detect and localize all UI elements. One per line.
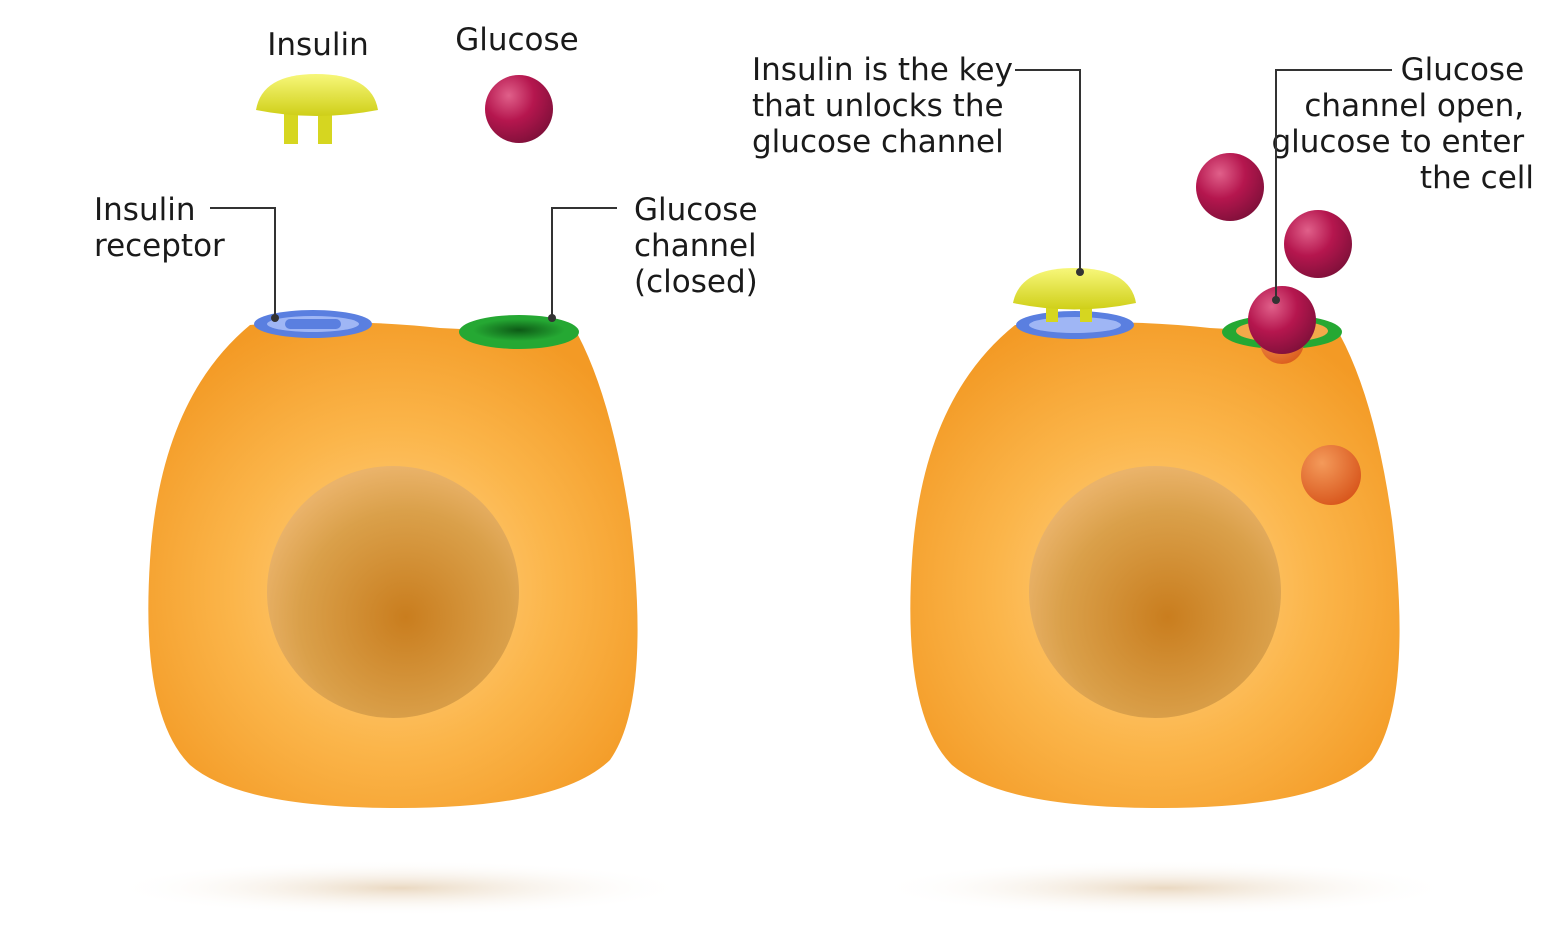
left-insulin-receptor (254, 310, 372, 338)
right-cell (910, 268, 1400, 808)
right-insulin-receptor (1016, 311, 1134, 339)
left-cell-shadow (110, 860, 690, 916)
glucose-channel-closed-leader-dot (548, 314, 556, 322)
glucose-channel-open-leader (1275, 69, 1392, 300)
left-glucose-channel-closed (459, 315, 579, 349)
glucose-free-icon (1196, 153, 1264, 221)
glucose-free-icon (1284, 210, 1352, 278)
glucose-in-channel-icon (1248, 286, 1316, 354)
glucose-channel-open-leader-dot (1272, 296, 1280, 304)
insulin-receptor-label: Insulin receptor (94, 192, 225, 264)
glucose-channel-open-label: Glucose channel open, glucose to enter t… (1271, 52, 1534, 196)
glucose-channel-closed-label: Glucose channel (closed) (634, 192, 767, 300)
left-cell (148, 310, 638, 808)
insulin-receptor-leader-dot (271, 314, 279, 322)
glucose-channel-closed-leader (551, 207, 617, 318)
insulin-key-label: Insulin is the key that unlocks the gluc… (752, 52, 1023, 160)
insulin-key-leader-dot (1076, 268, 1084, 276)
right-nucleus (1029, 466, 1281, 718)
insulin-icon (256, 74, 378, 144)
left-nucleus (267, 466, 519, 718)
legend-insulin-label: Insulin (267, 27, 368, 63)
glucose-icon (485, 75, 553, 143)
right-cell-shadow (875, 860, 1455, 916)
insulin-key-leader (1015, 69, 1081, 272)
bound-insulin-icon (1013, 268, 1136, 322)
insulin-receptor-leader (210, 207, 276, 318)
legend-glucose-label: Glucose (455, 22, 579, 58)
glucose-inside-cell-icon (1301, 445, 1361, 505)
